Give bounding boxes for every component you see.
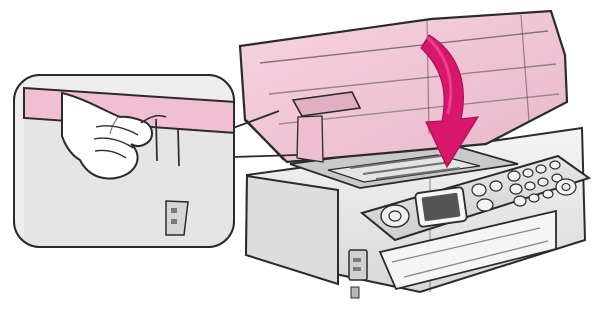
zoom-callout — [14, 75, 235, 247]
card-slot-icon — [349, 250, 367, 298]
lcd-screen-icon — [415, 187, 467, 227]
